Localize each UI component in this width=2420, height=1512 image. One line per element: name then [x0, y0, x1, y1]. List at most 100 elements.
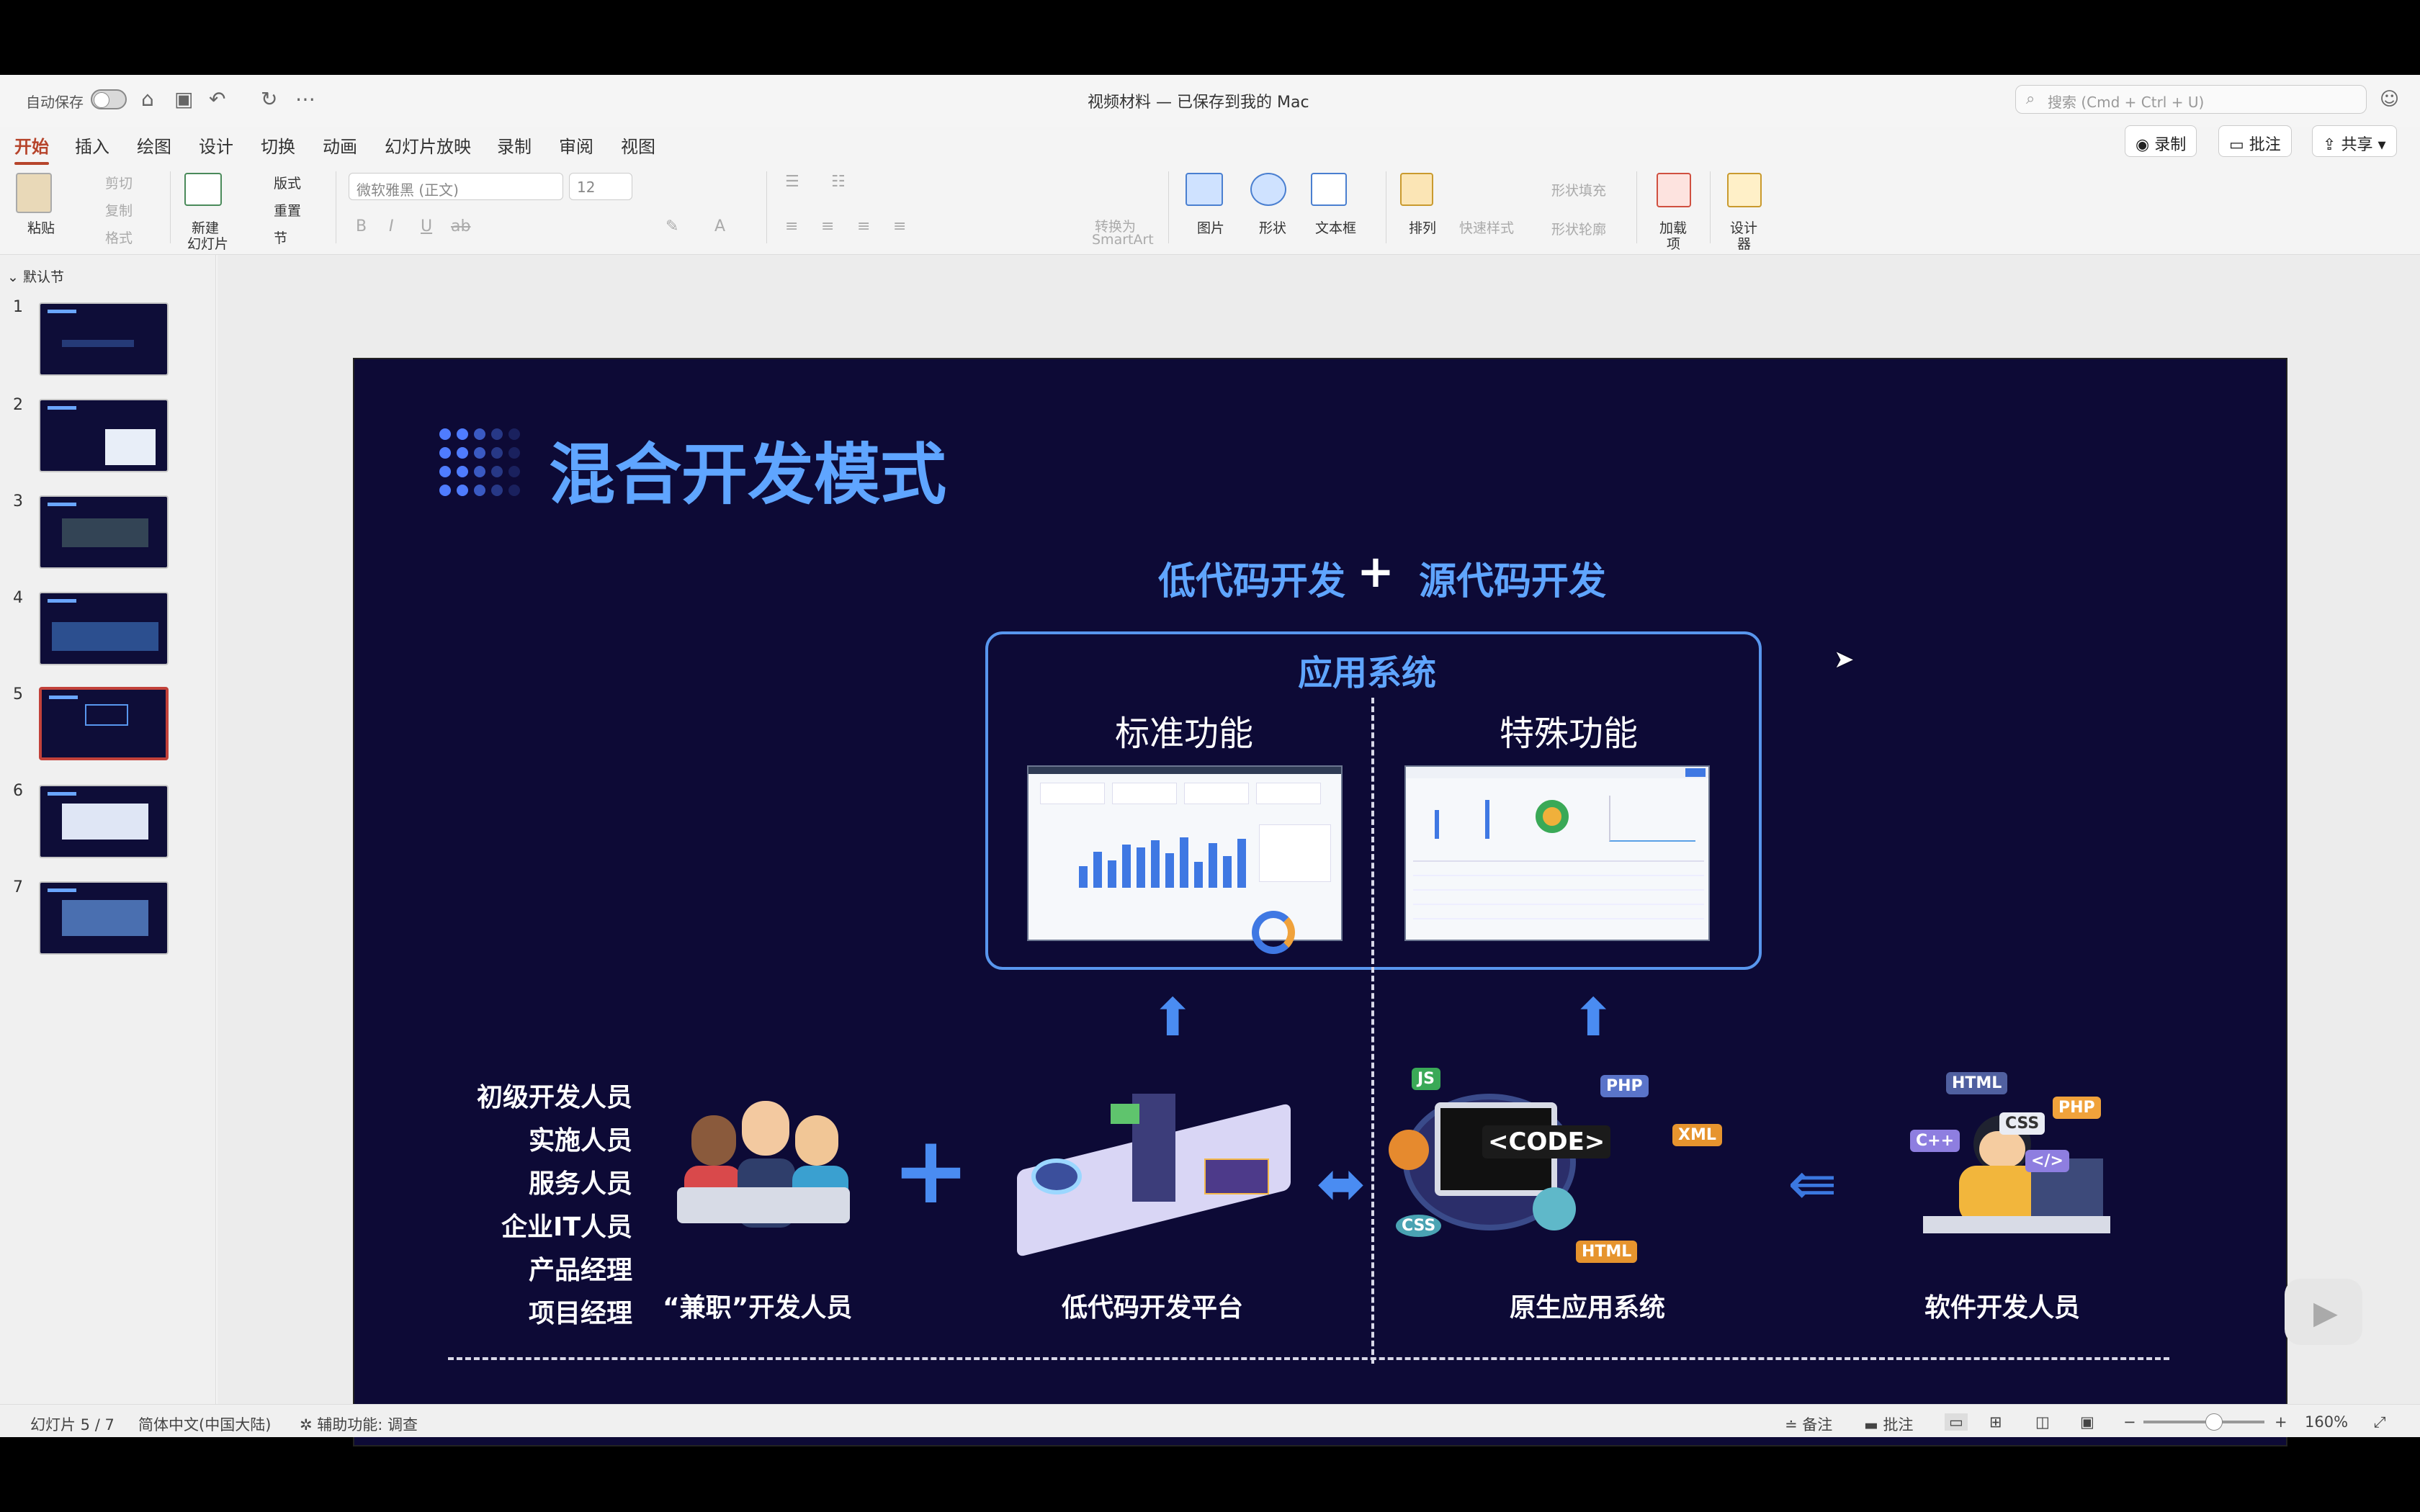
dev-code-tag: </>	[2025, 1150, 2069, 1172]
align-center-icon[interactable]: ≡	[821, 217, 835, 235]
css-tag: CSS	[1396, 1215, 1442, 1237]
slideshow-icon[interactable]: ▣	[2080, 1413, 2094, 1431]
fit-to-window-icon[interactable]: ⤢	[2374, 1413, 2386, 1431]
bold-icon[interactable]: B	[356, 217, 367, 235]
zoom-level[interactable]: 160%	[2305, 1413, 2349, 1431]
convert-smartart-label-2[interactable]: SmartArt	[1092, 232, 1154, 248]
format-painter-label[interactable]: 格式	[105, 230, 133, 246]
numbering-icon[interactable]: ☷	[831, 173, 846, 191]
dev-php-tag: PHP	[2053, 1097, 2101, 1119]
play-button[interactable]: ▶	[2285, 1279, 2362, 1345]
zoom-out-icon[interactable]: −	[2123, 1413, 2136, 1431]
copy-label[interactable]: 复制	[105, 203, 133, 219]
zoom-in-icon[interactable]: +	[2275, 1413, 2287, 1431]
font-family-select[interactable]: 微软雅黑 (正文)	[349, 173, 563, 200]
slide-thumbnail[interactable]	[39, 399, 169, 472]
convert-smartart-label[interactable]: 转换为	[1095, 219, 1137, 235]
tab-insert[interactable]: 插入	[75, 137, 109, 157]
new-slide-icon[interactable]	[184, 173, 222, 206]
bullets-icon[interactable]: ☰	[785, 173, 799, 191]
tab-review[interactable]: 审阅	[559, 137, 593, 157]
slide-sorter-icon[interactable]: ⊞	[1989, 1413, 2002, 1431]
document-title[interactable]: 视频材料 — 已保存到我的 Mac	[1088, 94, 1309, 112]
reading-view-icon[interactable]: ◫	[2035, 1413, 2050, 1431]
shape-outline-label[interactable]: 形状轮廓	[1551, 222, 1607, 238]
slide-thumbnail[interactable]	[39, 881, 169, 955]
arrange-icon[interactable]	[1400, 173, 1433, 206]
accessibility-status[interactable]: ✲ 辅助功能: 调查	[300, 1416, 418, 1434]
standard-features-title: 标准功能	[1115, 714, 1254, 754]
tab-draw[interactable]: 绘图	[137, 137, 171, 157]
native-system-illustration	[1389, 1050, 1590, 1245]
addins-icon[interactable]	[1657, 173, 1691, 207]
up-arrow-icon: ⬆	[1151, 987, 1195, 1048]
strikethrough-icon[interactable]: ab	[451, 217, 471, 235]
cut-label[interactable]: 剪切	[105, 176, 133, 192]
section-header[interactable]: ⌄ 默认节	[7, 269, 64, 285]
html-tag: HTML	[1576, 1241, 1638, 1263]
dev-css-tag: CSS	[1999, 1112, 2045, 1135]
tab-transitions[interactable]: 切换	[261, 137, 295, 157]
quick-styles-label[interactable]: 快速样式	[1459, 220, 1515, 236]
textbox-icon[interactable]	[1311, 173, 1347, 206]
software-devs-label: 软件开发人员	[1924, 1293, 2081, 1323]
shape-fill-label[interactable]: 形状填充	[1551, 183, 1607, 199]
align-right-icon[interactable]: ≡	[857, 217, 871, 235]
tab-animations[interactable]: 动画	[323, 137, 357, 157]
designer-label-2: 器	[1737, 236, 1752, 252]
section-label[interactable]: 节	[274, 230, 288, 246]
slide-thumbnail-selected[interactable]	[39, 687, 169, 760]
zoom-slider-handle[interactable]	[2205, 1413, 2223, 1431]
tab-design[interactable]: 设计	[199, 137, 233, 157]
tab-record[interactable]: 录制	[497, 137, 532, 157]
designer-label: 设计	[1730, 220, 1758, 236]
save-icon[interactable]: ▣	[174, 87, 194, 111]
font-color-icon[interactable]: A	[714, 217, 726, 235]
search-input[interactable]: ⌕ 搜索 (Cmd + Ctrl + U)	[2015, 85, 2367, 114]
picture-icon[interactable]	[1186, 173, 1223, 206]
role-item: 产品经理	[528, 1256, 632, 1285]
low-code-platform-label: 低代码开发平台	[1062, 1293, 1244, 1323]
undo-icon[interactable]: ↶	[209, 87, 226, 111]
record-button[interactable]: ◉ 录制	[2125, 125, 2197, 157]
slide-thumbnail[interactable]	[39, 495, 169, 569]
zoom-slider[interactable]	[2143, 1421, 2264, 1423]
layout-label[interactable]: 版式	[274, 176, 302, 192]
section-name: 默认节	[22, 269, 64, 285]
highlight-icon[interactable]: ✎	[666, 217, 679, 235]
normal-view-icon[interactable]: ▭	[1945, 1413, 1968, 1431]
slide-thumbnail[interactable]	[39, 302, 169, 376]
underline-icon[interactable]: U	[421, 217, 433, 235]
align-left-icon[interactable]: ≡	[785, 217, 799, 235]
slide-thumbnail[interactable]	[39, 592, 169, 665]
record-label: 录制	[2154, 136, 2187, 154]
share-button[interactable]: ⇪ 共享 ▾	[2312, 125, 2397, 157]
account-icon[interactable]: ☺	[2380, 89, 2400, 110]
home-icon[interactable]: ⌂	[141, 87, 154, 111]
paste-icon[interactable]	[16, 173, 52, 213]
search-icon: ⌕	[2026, 90, 2035, 108]
tab-view[interactable]: 视图	[621, 137, 655, 157]
more-icon[interactable]: ⋯	[295, 87, 315, 111]
shape-icon[interactable]	[1250, 173, 1286, 206]
comments-button[interactable]: ▬ 批注	[1864, 1416, 1914, 1434]
redo-icon[interactable]: ↻	[261, 87, 278, 111]
italic-icon[interactable]: I	[389, 217, 394, 235]
designer-icon[interactable]	[1727, 173, 1762, 207]
justify-icon[interactable]: ≡	[893, 217, 907, 235]
thumb-number: 5	[13, 685, 23, 703]
comment-button[interactable]: ▭ 批注	[2218, 125, 2292, 157]
tab-home[interactable]: 开始	[14, 132, 49, 165]
language[interactable]: 简体中文(中国大陆)	[138, 1416, 272, 1434]
reset-label[interactable]: 重置	[274, 203, 302, 219]
comment-label: 批注	[2249, 136, 2281, 154]
slide[interactable]: 混合开发模式 低代码开发 + 源代码开发 应用系统 标准功能 特殊功能	[353, 358, 2287, 1446]
autosave-label: 自动保存	[26, 94, 84, 111]
font-size-select[interactable]: 12	[569, 173, 632, 200]
notes-button[interactable]: ≐ 备注	[1785, 1416, 1833, 1434]
tab-slideshow[interactable]: 幻灯片放映	[385, 137, 471, 157]
notes-label: 备注	[1802, 1416, 1833, 1434]
slide-thumbnail[interactable]	[39, 785, 169, 858]
autosave-toggle[interactable]	[91, 89, 127, 109]
title-dots-decoration	[439, 428, 520, 500]
